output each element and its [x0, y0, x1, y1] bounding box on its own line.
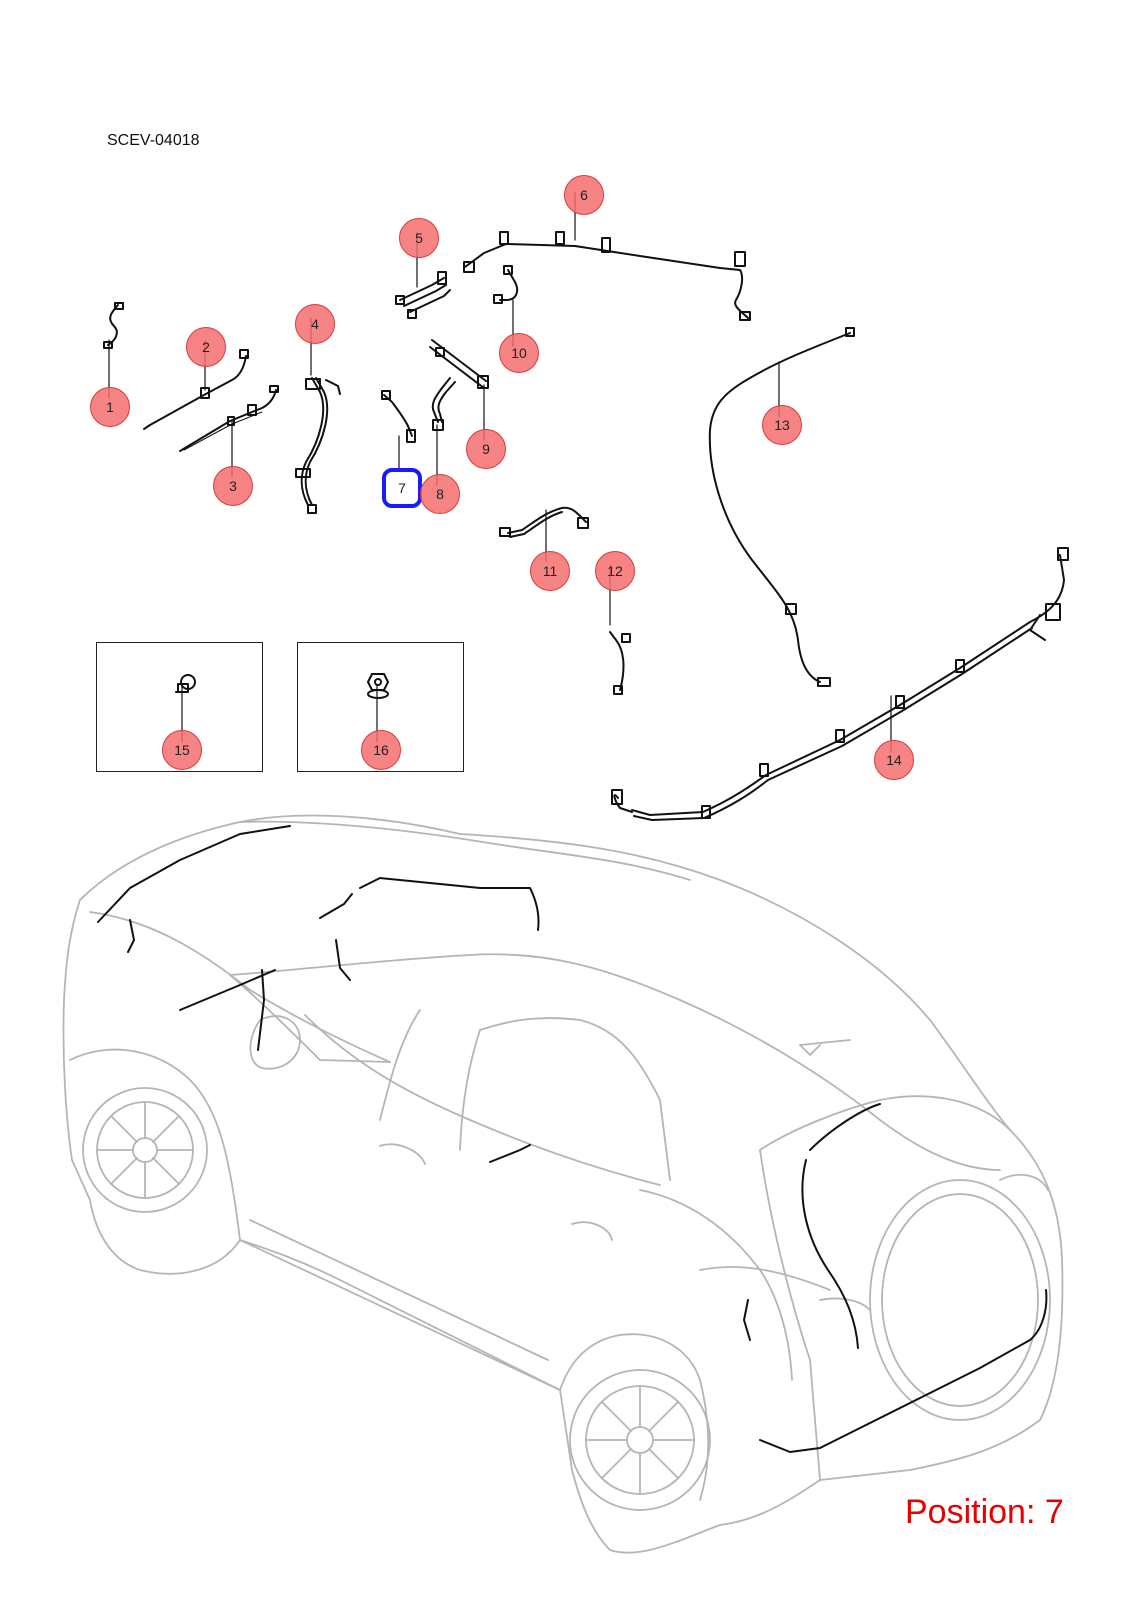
- callout-13[interactable]: 13: [762, 405, 802, 445]
- fastener-15: [175, 674, 196, 693]
- callout-5[interactable]: 5: [399, 218, 439, 258]
- harness-part-10: [493, 265, 519, 304]
- inset-box-16: [297, 642, 464, 772]
- harness-part-7: [381, 390, 416, 443]
- callout-1[interactable]: 1: [90, 387, 130, 427]
- callout-14[interactable]: 14: [874, 740, 914, 780]
- callout-2[interactable]: 2: [186, 327, 226, 367]
- vehicle-illustration: [62, 814, 1064, 1554]
- nut-16: [367, 673, 389, 699]
- callout-8[interactable]: 8: [420, 474, 460, 514]
- installed-harness: [97, 825, 1048, 1453]
- callout-4[interactable]: 4: [295, 304, 335, 344]
- harness-part-8: [431, 377, 456, 431]
- harness-part-6: [463, 231, 751, 321]
- callout-16[interactable]: 16: [361, 730, 401, 770]
- callout-9[interactable]: 9: [466, 429, 506, 469]
- harness-part-2: [143, 349, 249, 430]
- callout-7-selected[interactable]: 7: [382, 468, 422, 508]
- harness-part-9: [429, 339, 489, 389]
- harness-part-4: [295, 377, 341, 514]
- inset-box-15: [96, 642, 263, 772]
- diagram-code: SCEV-04018: [107, 132, 200, 149]
- position-indicator: Position: 7: [905, 1493, 1064, 1531]
- harness-part-13: [708, 327, 855, 687]
- harness-part-11: [499, 506, 589, 538]
- callout-6[interactable]: 6: [564, 175, 604, 215]
- harness-part-12: [609, 631, 631, 695]
- harness-part-1: [103, 302, 124, 349]
- callout-3[interactable]: 3: [213, 466, 253, 506]
- harness-part-3: [179, 385, 279, 452]
- callout-12[interactable]: 12: [595, 551, 635, 591]
- callout-15[interactable]: 15: [162, 730, 202, 770]
- harness-part-5: [395, 271, 451, 319]
- callout-11[interactable]: 11: [530, 551, 570, 591]
- callout-10[interactable]: 10: [499, 333, 539, 373]
- harness-part-14: [611, 547, 1069, 821]
